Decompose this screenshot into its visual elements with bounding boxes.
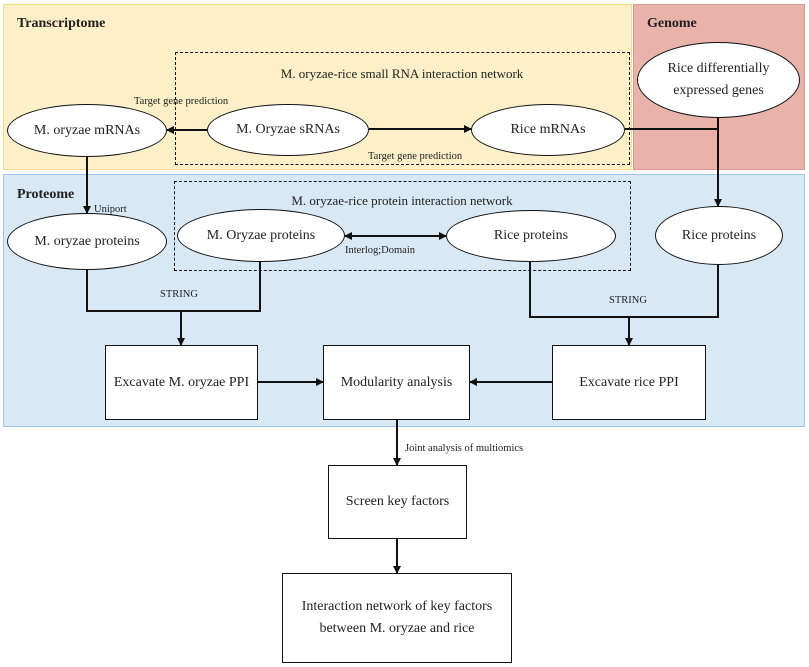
- excavate-rice-ppi-label: Excavate rice PPI: [579, 374, 679, 390]
- rice-deg-label-line2: expressed genes: [673, 83, 764, 98]
- rice-mrnas-node: Rice mRNAs: [471, 104, 625, 156]
- label-target-gene-prediction-top: Target gene prediction: [134, 96, 229, 107]
- proteome-label: Proteome: [17, 187, 75, 202]
- small-rna-network-box: [175, 52, 630, 165]
- rice-proteins-right-node: Rice proteins: [655, 206, 783, 265]
- rice-proteins-right-label: Rice proteins: [681, 227, 757, 243]
- rice-deg-node: Rice differentially expressed genes: [637, 42, 800, 118]
- mo-mrnas-label: M. oryzae mRNAs: [33, 122, 141, 138]
- rice-proteins-network-label: Rice proteins: [493, 228, 569, 244]
- edge-string-right: [529, 261, 719, 318]
- label-string-right: STRING: [609, 295, 647, 306]
- excavate-mo-ppi-label: Excavate M. oryzae PPI: [113, 374, 250, 390]
- final-interaction-network-box: Interaction network of key factors betwe…: [282, 573, 512, 663]
- rice-proteins-network-node: Rice proteins: [446, 210, 616, 262]
- mo-proteins-left-label: M. oryzae proteins: [34, 233, 140, 249]
- excavate-mo-ppi-box: Excavate M. oryzae PPI: [105, 345, 258, 420]
- screen-key-factors-box: Screen key factors: [328, 465, 467, 539]
- label-target-gene-prediction-bottom: Target gene prediction: [368, 151, 463, 162]
- label-joint-analysis: Joint analysis of multiomics: [405, 443, 524, 454]
- transcriptome-label: Transcriptome: [17, 16, 106, 31]
- mo-mrnas-node: M. oryzae mRNAs: [7, 104, 167, 157]
- protein-network-box: [174, 181, 631, 271]
- mo-proteins-network-label: M. Oryzae proteins: [206, 227, 316, 243]
- edge-string-left: [86, 260, 261, 312]
- mo-srnas-label: M. Oryzae sRNAs: [236, 122, 340, 138]
- rice-deg-label-line1: Rice differentially: [667, 61, 770, 77]
- rice-mrnas-label: Rice mRNAs: [510, 122, 586, 138]
- mo-proteins-left-node: M. oryzae proteins: [7, 213, 167, 270]
- label-string-left: STRING: [160, 289, 198, 300]
- mo-srnas-node: M. Oryzae sRNAs: [207, 104, 369, 156]
- genome-label: Genome: [647, 16, 697, 31]
- excavate-rice-ppi-box: Excavate rice PPI: [552, 345, 706, 420]
- label-uniport: Uniport: [94, 204, 127, 215]
- screen-key-factors-label: Screen key factors: [345, 494, 450, 510]
- mo-proteins-network-node: M. Oryzae proteins: [177, 209, 345, 262]
- final-label-line1: Interaction network of key factors: [301, 599, 493, 615]
- label-interlog-domain: Interlog;Domain: [345, 245, 415, 256]
- modularity-analysis-box: Modularity analysis: [323, 345, 470, 420]
- protein-network-title: M. oryzae-rice protein interaction netwo…: [291, 193, 513, 208]
- small-rna-network-title: M. oryzae-rice small RNA interaction net…: [280, 66, 524, 81]
- modularity-analysis-label: Modularity analysis: [340, 374, 453, 390]
- final-label-line2: between M. oryzae and rice: [319, 621, 475, 636]
